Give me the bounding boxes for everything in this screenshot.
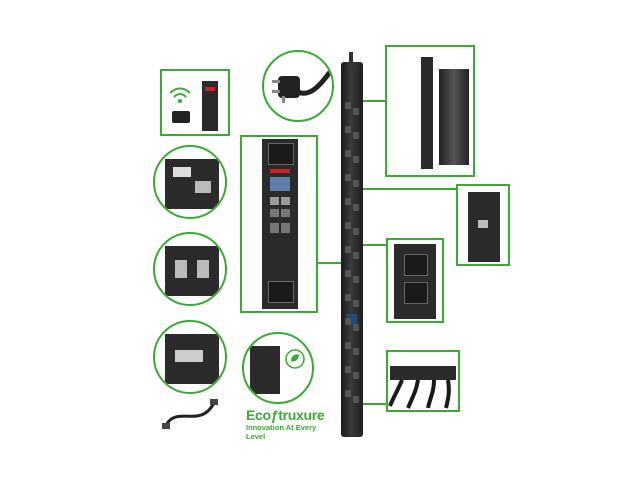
pdu-cable <box>349 52 353 66</box>
pdu-outlet <box>345 102 351 109</box>
wifi-module-callout <box>160 69 230 136</box>
outlet-closeup-image <box>394 244 436 319</box>
pdu-outlet <box>353 396 359 403</box>
pdu-outlet <box>353 204 359 211</box>
network-port-callout <box>153 145 227 219</box>
outlet-closeup-callout <box>386 238 444 323</box>
pdu-outlet <box>353 324 359 331</box>
pdu-mounted-view <box>421 57 433 169</box>
power-plug-icon <box>272 70 332 103</box>
pdu-outlet <box>345 366 351 373</box>
pdu-outlet <box>345 222 351 229</box>
cable-connection-image <box>165 334 219 384</box>
lcd-screen <box>270 177 290 191</box>
pdu-outlet <box>345 246 351 253</box>
recycle-leaf-icon <box>285 349 305 369</box>
sensor-ports-callout <box>153 232 227 306</box>
pdu-outlet <box>345 318 351 325</box>
wifi-icon <box>169 87 191 103</box>
network-port-image <box>165 159 219 209</box>
leader-line <box>318 262 341 264</box>
pdu-outlet <box>353 108 359 115</box>
pdu-panel-callout <box>240 135 318 313</box>
eco-features-callout <box>242 332 314 404</box>
pdu-outlet <box>353 276 359 283</box>
logo-tagline: Innovation At Every Level <box>246 423 317 441</box>
pdu-outlet <box>353 132 359 139</box>
leader-line <box>363 188 456 190</box>
rack-pdu-main <box>341 52 363 437</box>
breaker-image <box>468 192 500 262</box>
pdu-outlet <box>353 252 359 259</box>
ecostruxure-logo: Ecoƒtruxure Innovation At Every Level <box>246 407 334 441</box>
leader-line <box>363 403 386 405</box>
cable-connection-callout <box>153 320 227 394</box>
pdu-outlet <box>345 342 351 349</box>
eco-port-image <box>250 346 280 394</box>
network-cable-icon <box>162 399 218 429</box>
pdu-outlet <box>353 300 359 307</box>
pdu-outlet <box>345 126 351 133</box>
pdu-outlet <box>345 150 351 157</box>
pdu-outlet <box>353 348 359 355</box>
rack-cabinet-callout <box>385 45 475 177</box>
pdu-panel-image <box>262 139 298 309</box>
rack-cabinet-image <box>439 69 469 165</box>
leader-line <box>363 100 385 102</box>
locking-cords-image <box>388 366 456 409</box>
wifi-dongle-image <box>172 111 190 123</box>
network-card-image <box>202 81 218 131</box>
pdu-outlet <box>353 156 359 163</box>
cord-retention-callout <box>386 350 460 412</box>
pdu-outlet <box>345 294 351 301</box>
pdu-outlet <box>353 180 359 187</box>
pdu-outlet <box>345 390 351 397</box>
pdu-outlet <box>353 228 359 235</box>
pdu-outlet <box>345 174 351 181</box>
pdu-display <box>347 314 357 324</box>
leader-line <box>363 244 386 246</box>
pdu-outlet <box>345 198 351 205</box>
power-plug-callout <box>262 50 334 122</box>
sensor-ports-image <box>165 246 219 296</box>
logo-brand-left: Eco <box>246 407 271 423</box>
breaker-callout <box>456 184 510 266</box>
logo-brand-right: truxure <box>278 407 325 423</box>
pdu-outlet <box>345 270 351 277</box>
logo-symbol: ƒ <box>270 407 279 423</box>
pdu-outlet <box>353 372 359 379</box>
